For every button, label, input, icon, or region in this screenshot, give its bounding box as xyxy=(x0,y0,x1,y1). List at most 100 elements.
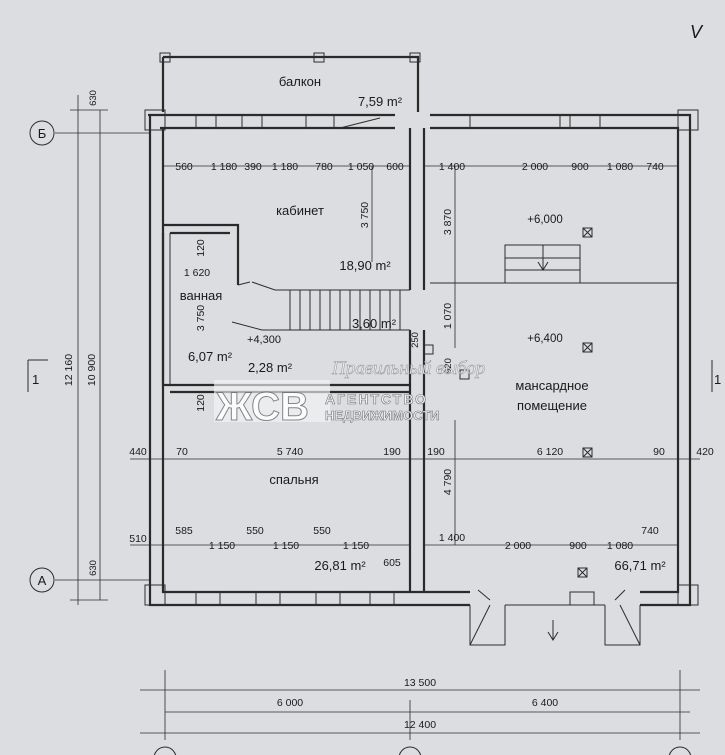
axis-marker-1 xyxy=(153,746,177,755)
level-marker-cross xyxy=(582,447,593,458)
window xyxy=(195,114,217,129)
axis-marker-b xyxy=(29,120,55,146)
dim-mid-0: 440 xyxy=(129,446,147,458)
column xyxy=(677,584,699,606)
stair-level: +4,300 xyxy=(247,334,281,346)
dim-top-right-3: 1 080 xyxy=(607,161,633,173)
dim-bot-left-3: 550 xyxy=(246,525,264,537)
dim-920: 920 xyxy=(443,358,454,374)
dim-mid-5: 6 120 xyxy=(537,446,563,458)
watermark-line1: АГЕНТСТВО xyxy=(325,391,428,407)
dim-mid-7: 420 xyxy=(696,446,714,458)
dim-top-left-1: 1 180 xyxy=(211,161,237,173)
axis-label-b: Б xyxy=(38,126,47,141)
post xyxy=(313,52,325,63)
axis-marker-3 xyxy=(668,746,692,755)
post xyxy=(159,52,171,63)
room-area-balcony: 7,59 m² xyxy=(358,94,403,109)
window xyxy=(195,591,221,606)
staircase xyxy=(231,244,678,331)
stair-wall xyxy=(237,281,410,291)
door-swing xyxy=(339,117,381,129)
central-wall xyxy=(408,128,426,592)
room-area-bedroom: 26,81 m² xyxy=(314,558,366,573)
axis-marker-2 xyxy=(398,746,422,755)
dim-mid-4: 190 xyxy=(427,446,445,458)
section-label-right: 1 xyxy=(714,372,721,387)
level-marker-cross xyxy=(577,567,588,578)
dim-bottom-630: 630 xyxy=(88,560,99,576)
section-label-left: 1 xyxy=(32,372,39,387)
dim-top-left-5: 1 050 xyxy=(348,161,374,173)
dim-top-left-0: 560 xyxy=(175,161,193,173)
dim-bot-right-1: 2 000 xyxy=(505,540,531,552)
room-name-attic-2: помещение xyxy=(517,398,587,413)
dim-120-b: 120 xyxy=(195,394,207,412)
level-marker-cross xyxy=(582,342,593,353)
dim-bot-left-1: 585 xyxy=(175,525,193,537)
dim-span-right: 6 400 xyxy=(532,697,558,709)
corner-mark: V xyxy=(690,22,704,42)
dim-top-right-4: 740 xyxy=(646,161,664,173)
dim-top-630: 630 xyxy=(88,90,99,106)
room-area-attic: 66,71 m² xyxy=(614,558,666,573)
window xyxy=(315,591,341,606)
axis-marker-a xyxy=(29,567,55,593)
dim-bot-left-2: 1 150 xyxy=(209,540,235,552)
level-marker-cross xyxy=(582,227,593,238)
porch xyxy=(469,604,641,646)
level-marker xyxy=(459,369,470,380)
dim-mid-1: 70 xyxy=(176,446,188,458)
level-marker xyxy=(423,344,434,355)
dim-total-outer: 13 500 xyxy=(404,677,436,689)
dim-study-height: 3 750 xyxy=(359,202,371,228)
room-name-balcony: балкон xyxy=(279,74,321,89)
level-marker xyxy=(577,567,588,578)
dim-span-left: 6 000 xyxy=(277,697,303,709)
dim-top-right-1: 2 000 xyxy=(522,161,548,173)
dim-bot-right-0: 1 400 xyxy=(439,532,465,544)
dim-attic-3870: 3 870 xyxy=(442,209,454,235)
window xyxy=(255,591,281,606)
column xyxy=(144,584,166,606)
dim-total-inner: 12 400 xyxy=(404,719,436,731)
dim-left-outer: 12 160 xyxy=(63,354,75,386)
level-marker xyxy=(582,227,593,238)
dim-bot-right-3: 1 080 xyxy=(607,540,633,552)
level-upper: +6,000 xyxy=(527,214,563,226)
door-swing xyxy=(477,589,626,601)
room-area-bathroom: 6,07 m² xyxy=(188,349,233,364)
dim-bath-height: 3 750 xyxy=(195,305,207,331)
watermark-logo: ЖСВ xyxy=(215,385,309,429)
window xyxy=(305,114,335,129)
room-area-study: 18,90 m² xyxy=(339,258,391,273)
dim-bot-left-6: 1 150 xyxy=(343,540,369,552)
window xyxy=(559,114,601,129)
dim-top-left-2: 390 xyxy=(244,161,262,173)
watermark-script: Правильный выбор xyxy=(331,358,485,379)
dim-top-left-4: 780 xyxy=(315,161,333,173)
level-mid: +6,400 xyxy=(527,333,563,345)
dim-bath-width: 1 620 xyxy=(184,267,210,279)
dim-bot-right-4: 740 xyxy=(641,525,659,537)
level-marker xyxy=(582,342,593,353)
dim-bot-left-7: 605 xyxy=(383,557,401,569)
room-name-bathroom: ванная xyxy=(180,288,223,303)
window xyxy=(469,114,571,129)
dim-top-left-3: 1 180 xyxy=(272,161,298,173)
balcony-wall xyxy=(161,55,420,112)
study-partition xyxy=(163,223,240,285)
dim-top-right-0: 1 400 xyxy=(439,161,465,173)
column xyxy=(677,109,699,131)
dim-mid-3: 190 xyxy=(383,446,401,458)
column xyxy=(144,109,166,131)
dim-bot-left-0: 510 xyxy=(129,533,147,545)
room-name-bedroom: спальня xyxy=(269,472,318,487)
dim-250: 250 xyxy=(410,332,421,348)
dim-attic-1070: 1 070 xyxy=(442,303,454,329)
dim-mid-6: 90 xyxy=(653,446,665,458)
dim-top-right-2: 900 xyxy=(571,161,589,173)
